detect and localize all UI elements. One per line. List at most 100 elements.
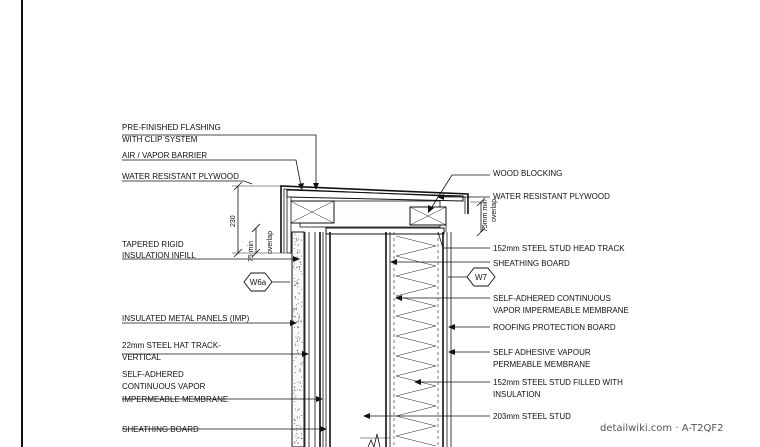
stipple-dot [298, 251, 300, 253]
leader-arrows [290, 183, 455, 432]
stipple-dot [300, 271, 302, 273]
stipple-dot [300, 385, 302, 387]
stipple-dot [293, 309, 295, 311]
stipple-dot [299, 269, 301, 271]
stipple-dot [293, 315, 295, 317]
label-stud-insulation-1: 152mm STEEL STUD FILLED WITH [493, 378, 623, 387]
stipple-dot [294, 387, 296, 389]
stipple-dot [297, 351, 299, 353]
stipple-dot [297, 249, 298, 251]
stipple-dot [299, 389, 301, 391]
label-hat-track-1: 22mm STEEL HAT TRACK- [122, 341, 221, 350]
stipple-dot [299, 370, 301, 371]
stipple-dot [301, 433, 302, 435]
stipple-dot [297, 244, 299, 246]
leader-lines [122, 134, 490, 430]
stipple-dot [298, 437, 300, 439]
stipple-dot [296, 256, 298, 258]
stipple-dot [297, 326, 299, 328]
stipple-dot [296, 321, 298, 323]
stipple-dot [294, 396, 296, 398]
stipple-dot [295, 408, 297, 410]
stipple-dot [300, 390, 302, 392]
stipple-dot [295, 296, 297, 297]
stipple-dot [295, 343, 297, 345]
stipple-dot [294, 316, 296, 318]
stipple-dot [295, 336, 297, 338]
stipple-dot [297, 298, 299, 300]
stipple-dot [300, 320, 302, 322]
stipple-dot [293, 247, 295, 249]
stipple-dot [296, 304, 297, 306]
stipple-dot [296, 240, 298, 242]
label-tapered-rigid-1: TAPERED RIGID [122, 240, 184, 249]
label-wood-blocking: WOOD BLOCKING [493, 169, 562, 178]
stipple-dot [301, 364, 303, 366]
stipple-dot [294, 441, 296, 443]
label-head-track: 152mm STEEL STUD HEAD TRACK [493, 244, 625, 253]
stipple-dot [297, 344, 299, 346]
stipple-dot [293, 277, 295, 279]
label-self-adhered-3: IMPERMEABLE MEMBRANE [122, 395, 228, 404]
label-vapour-permeable-1: SELF ADHESIVE VAPOUR [493, 348, 591, 357]
stipple-dot [301, 362, 303, 363]
stipple-dot [296, 280, 298, 282]
stipple-dot [294, 344, 296, 346]
stipple-dot [297, 381, 299, 383]
stipple-dot [294, 297, 296, 299]
stipple-dot [299, 261, 301, 263]
stipple-dot [294, 315, 296, 317]
stipple-dot [301, 255, 303, 257]
stipple-dot [297, 417, 299, 419]
stipple-dot [297, 350, 299, 352]
stipple-dot [296, 338, 298, 340]
stipple-dot [297, 327, 299, 329]
dimensions: 230 75 min overlap 75mm min overlap [230, 181, 498, 262]
label-vapor-impermeable-2: VAPOR IMPERMEABLE MEMBRANE [493, 306, 629, 315]
label-imp: INSULATED METAL PANELS (IMP) [122, 314, 250, 323]
dim-overlap-left-2: overlap [267, 231, 274, 254]
stipple-dot [297, 286, 299, 288]
stipple-dot [296, 307, 298, 309]
stipple-dot [295, 357, 297, 358]
stipple-dot [294, 285, 295, 286]
stipple-dot [300, 239, 302, 241]
stipple-dot [294, 241, 296, 243]
stipple-dot [295, 307, 297, 309]
stipple-dot [300, 437, 302, 439]
stipple-dot [298, 320, 300, 322]
stipple-dot [301, 321, 302, 323]
stipple-dot [297, 303, 299, 305]
dim-overlap-right-2: overlap [491, 199, 498, 222]
stipple-dot [295, 267, 297, 269]
detail-tag-left[interactable]: W6a [243, 272, 290, 292]
stipple-dot [296, 341, 298, 343]
stipple-dot [297, 442, 299, 444]
stipple-dot [293, 267, 295, 269]
label-self-adhered-2: CONTINUOUS VAPOR [122, 382, 206, 391]
stipple-dot [297, 442, 299, 444]
stipple-dot [299, 292, 300, 294]
stipple-dot [293, 308, 295, 310]
label-sheathing-board-right: SHEATHING BOARD [493, 259, 570, 268]
stipple-dot [295, 238, 297, 240]
stipple-dot [299, 337, 301, 339]
stipple-dot [293, 442, 295, 444]
label-tapered-rigid-2: INSULATION INFILL [122, 251, 196, 260]
label-stud-insulation-2: INSULATION [493, 390, 541, 399]
stipple-dot [295, 389, 297, 391]
stipple-dot [298, 238, 299, 240]
detail-tag-right[interactable]: W7 [448, 267, 496, 287]
stipple-dot [298, 417, 300, 418]
stipple-dot [297, 266, 299, 268]
stipple-dot [293, 393, 295, 395]
stipple-dot [299, 371, 301, 373]
stipple-dot [297, 340, 298, 342]
stipple-dot [298, 336, 299, 338]
stipple-dot [298, 408, 300, 410]
stipple-dot [297, 321, 299, 322]
stipple-dot [301, 342, 303, 343]
stipple-dot [297, 322, 299, 324]
label-pre-finished-flashing-2: WITH CLIP SYSTEM [122, 135, 198, 144]
label-sheathing-board-left: SHEATHING BOARD [122, 425, 199, 434]
